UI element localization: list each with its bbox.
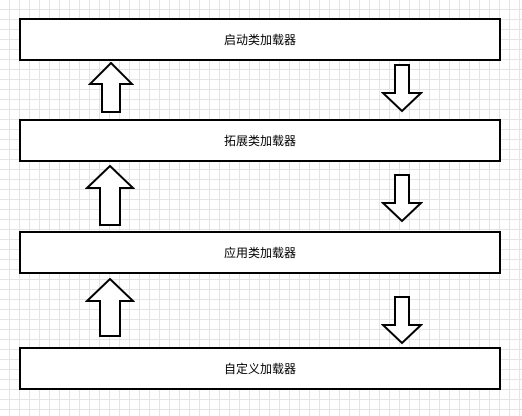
up-arrow-1 bbox=[88, 62, 134, 113]
custom-loader-label: 自定义加载器 bbox=[223, 362, 296, 376]
application-loader-box: 应用类加载器 bbox=[19, 231, 501, 274]
bootstrap-loader-box: 启动类加载器 bbox=[19, 18, 501, 61]
extension-loader-label: 拓展类加载器 bbox=[223, 134, 296, 148]
custom-loader-box: 自定义加载器 bbox=[19, 347, 501, 390]
extension-loader-box: 拓展类加载器 bbox=[19, 119, 501, 162]
up-arrow-2 bbox=[85, 165, 135, 226]
up-arrow-3 bbox=[85, 278, 135, 337]
application-loader-label: 应用类加载器 bbox=[223, 246, 296, 260]
down-arrow-2 bbox=[381, 174, 423, 223]
down-arrow-1 bbox=[381, 64, 423, 113]
bootstrap-loader-label: 启动类加载器 bbox=[223, 33, 296, 47]
down-arrow-3 bbox=[381, 296, 423, 345]
